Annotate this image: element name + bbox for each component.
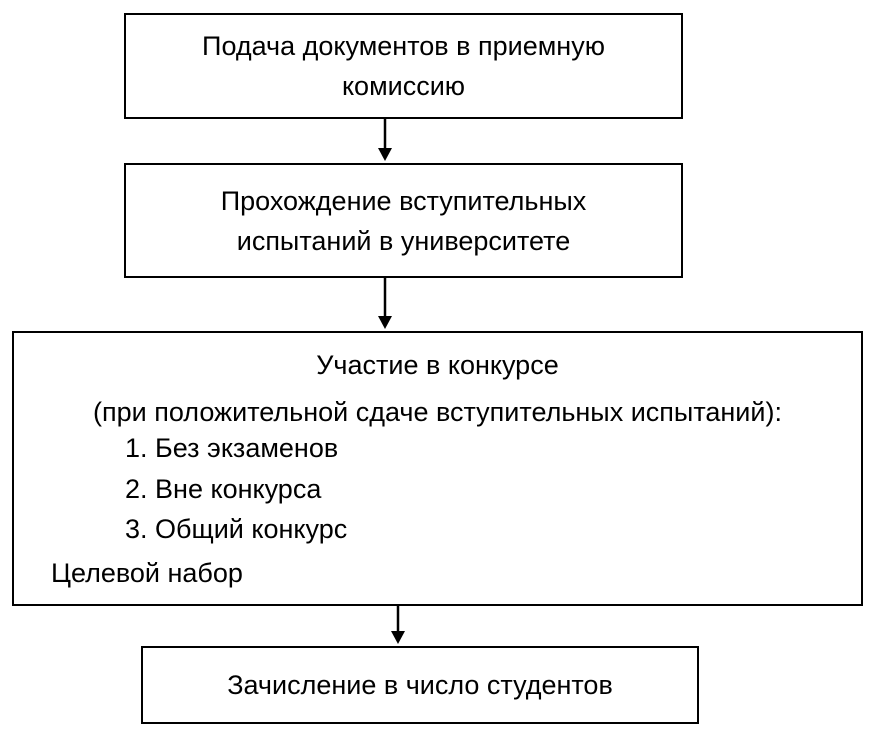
step1-line2: комиссию [341,71,466,101]
step2-line2: испытаний в университете [236,225,571,256]
list-item: 3. Общий конкурс [125,514,348,544]
step-submit-documents-box: Подача документов в приемную комиссию [124,13,683,119]
step2-line1: Прохождение вступительных [220,185,587,216]
list-item: 2. Вне конкурса [125,474,322,504]
arrow-step1-to-step2 [378,119,392,161]
step4-line1: Зачисление в число студентов [227,670,613,700]
step3-title: Участие в конкурсе [316,350,559,380]
arrow-step2-to-step3 [378,278,392,329]
step-entrance-exams-box: Прохождение вступительных испытаний в ун… [124,163,683,278]
step1-line1: Подача документов в приемную [202,31,605,61]
arrow-step3-to-step4 [391,606,405,644]
step3-subtitle: (при положительной сдаче вступительных и… [93,397,782,427]
list-item: 1. Без экзаменов [125,433,339,463]
step-competition-box: Участие в конкурсе (при положительной сд… [12,331,863,606]
step-enrollment-box: Зачисление в число студентов [141,646,699,724]
step3-extra: Целевой набор [51,558,243,588]
